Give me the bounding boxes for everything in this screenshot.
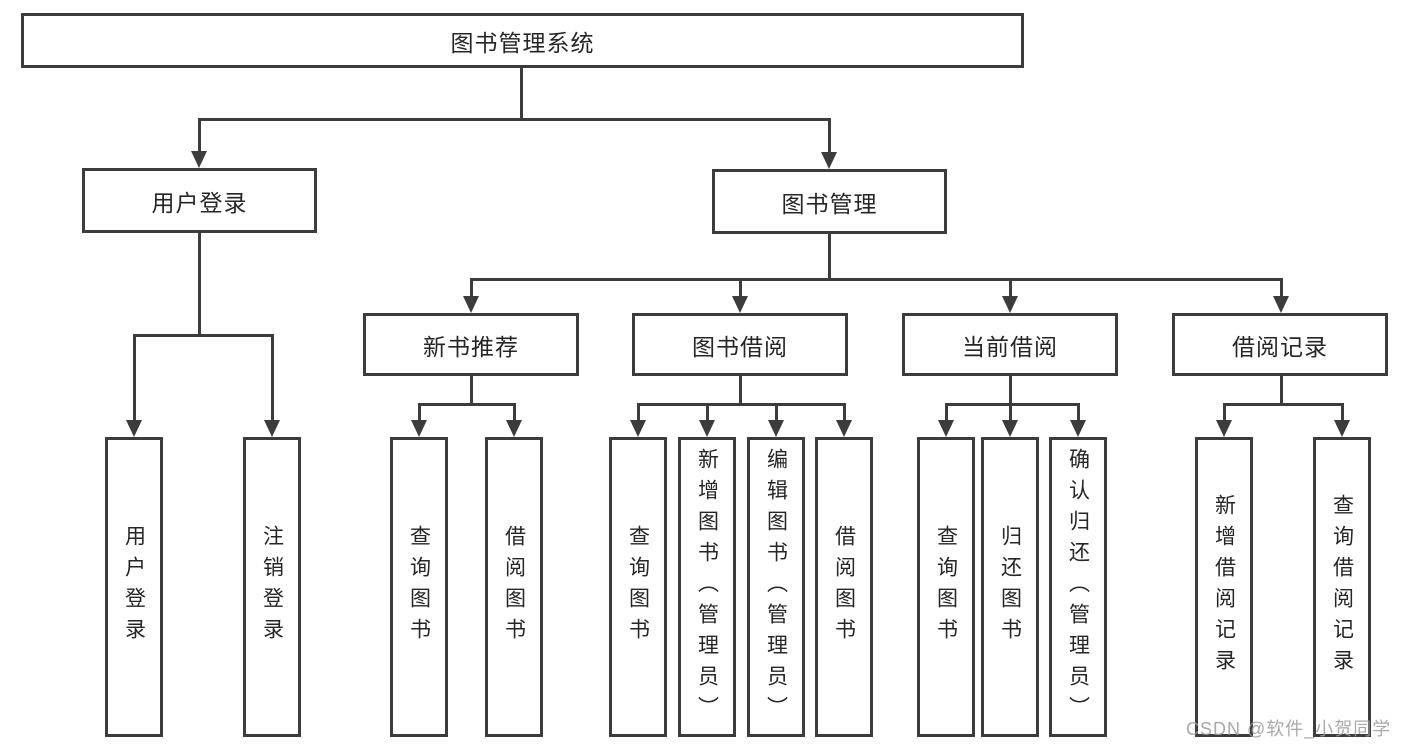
connector-to-book-management	[828, 118, 831, 153]
connector-to-book-borrowing	[739, 278, 742, 297]
connector-to-leaf-borrow-books-2	[843, 403, 846, 422]
node-leaf-edit-books-admin: 编辑图书（管理员）	[747, 437, 805, 737]
node-leaf-confirm-return-admin: 确认归还（管理员）	[1049, 437, 1107, 737]
arrowhead-leaf-query-books-3	[938, 420, 954, 437]
connector-root-stub	[520, 68, 523, 118]
connector-borrowing-records-stub	[1280, 376, 1283, 406]
arrowhead-leaf-edit-books	[768, 420, 784, 437]
node-current-borrowing: 当前借阅	[902, 313, 1118, 376]
connector-to-current-borrowing	[1009, 278, 1012, 297]
connector-to-leaf-borrow-books-1	[513, 403, 516, 422]
arrowhead-new-book-recommendation	[463, 296, 479, 313]
arrowhead-leaf-borrow-books-1	[506, 420, 522, 437]
arrowhead-borrowing-records	[1273, 296, 1289, 313]
connector-borrowing-records-branch	[1223, 403, 1343, 406]
connector-to-leaf-query-books-1	[418, 403, 421, 422]
node-leaf-query-books-2: 查询图书	[609, 437, 667, 737]
node-leaf-user-login: 用户登录	[105, 437, 163, 737]
node-new-book-recommendation: 新书推荐	[363, 313, 579, 376]
connector-to-leaf-confirm-return	[1077, 403, 1080, 422]
connector-to-leaf-edit-books	[775, 403, 778, 422]
arrowhead-book-management	[821, 152, 837, 169]
arrowhead-user-login	[191, 151, 207, 168]
arrowhead-leaf-confirm-return	[1070, 420, 1086, 437]
connector-book-borrowing-branch	[637, 403, 845, 406]
node-user-login: 用户登录	[82, 168, 317, 233]
connector-to-leaf-query-books-3	[945, 403, 948, 422]
connector-to-borrowing-records	[1280, 278, 1283, 297]
connector-to-leaf-user-login	[133, 334, 136, 421]
node-leaf-return-books: 归还图书	[981, 437, 1039, 737]
connector-to-leaf-add-borrow-record	[1223, 403, 1226, 422]
connector-level1-branch	[198, 118, 831, 121]
connector-to-leaf-add-books	[706, 403, 709, 422]
connector-user-login-stub	[198, 233, 201, 336]
arrowhead-leaf-logout	[264, 420, 280, 437]
node-leaf-add-borrow-record: 新增借阅记录	[1195, 437, 1253, 737]
node-leaf-add-books-admin: 新增图书（管理员）	[678, 437, 736, 737]
node-borrowing-records: 借阅记录	[1172, 313, 1388, 376]
node-leaf-query-books-3: 查询图书	[917, 437, 975, 737]
connector-to-leaf-query-borrow-record	[1341, 403, 1344, 422]
arrowhead-current-borrowing	[1002, 296, 1018, 313]
node-leaf-query-borrow-record: 查询借阅记录	[1313, 437, 1371, 737]
connector-current-borrowing-branch	[945, 403, 1079, 406]
connector-book-borrowing-stub	[739, 376, 742, 406]
node-leaf-query-books-1: 查询图书	[390, 437, 448, 737]
connector-new-book-rec-branch	[418, 403, 515, 406]
node-book-management: 图书管理	[712, 169, 947, 234]
arrowhead-leaf-user-login	[126, 420, 142, 437]
arrowhead-leaf-return-books	[1002, 420, 1018, 437]
arrowhead-leaf-query-books-1	[411, 420, 427, 437]
node-leaf-logout: 注销登录	[243, 437, 301, 737]
arrowhead-leaf-query-books-2	[630, 420, 646, 437]
arrowhead-book-borrowing	[732, 296, 748, 313]
arrowhead-leaf-borrow-books-2	[836, 420, 852, 437]
connector-user-login-branch	[133, 334, 274, 337]
connector-to-leaf-query-books-2	[637, 403, 640, 422]
connector-to-new-book-recommendation	[470, 278, 473, 297]
connector-to-leaf-return-books	[1009, 403, 1012, 422]
connector-book-management-stub	[828, 234, 831, 280]
connector-to-leaf-logout	[271, 334, 274, 421]
connector-new-book-rec-stub	[470, 376, 473, 406]
connector-to-user-login	[198, 118, 201, 152]
connector-current-borrowing-stub	[1009, 376, 1012, 406]
node-leaf-borrow-books-1: 借阅图书	[485, 437, 543, 737]
arrowhead-leaf-add-borrow-record	[1216, 420, 1232, 437]
csdn-watermark: CSDN @软件_小贺同学	[1186, 719, 1392, 739]
arrowhead-leaf-add-books	[699, 420, 715, 437]
node-book-borrowing: 图书借阅	[632, 313, 848, 376]
arrowhead-leaf-query-borrow-record	[1334, 420, 1350, 437]
node-leaf-borrow-books-2: 借阅图书	[815, 437, 873, 737]
connector-level2-branch	[470, 278, 1282, 281]
node-library-management-system: 图书管理系统	[21, 13, 1024, 68]
